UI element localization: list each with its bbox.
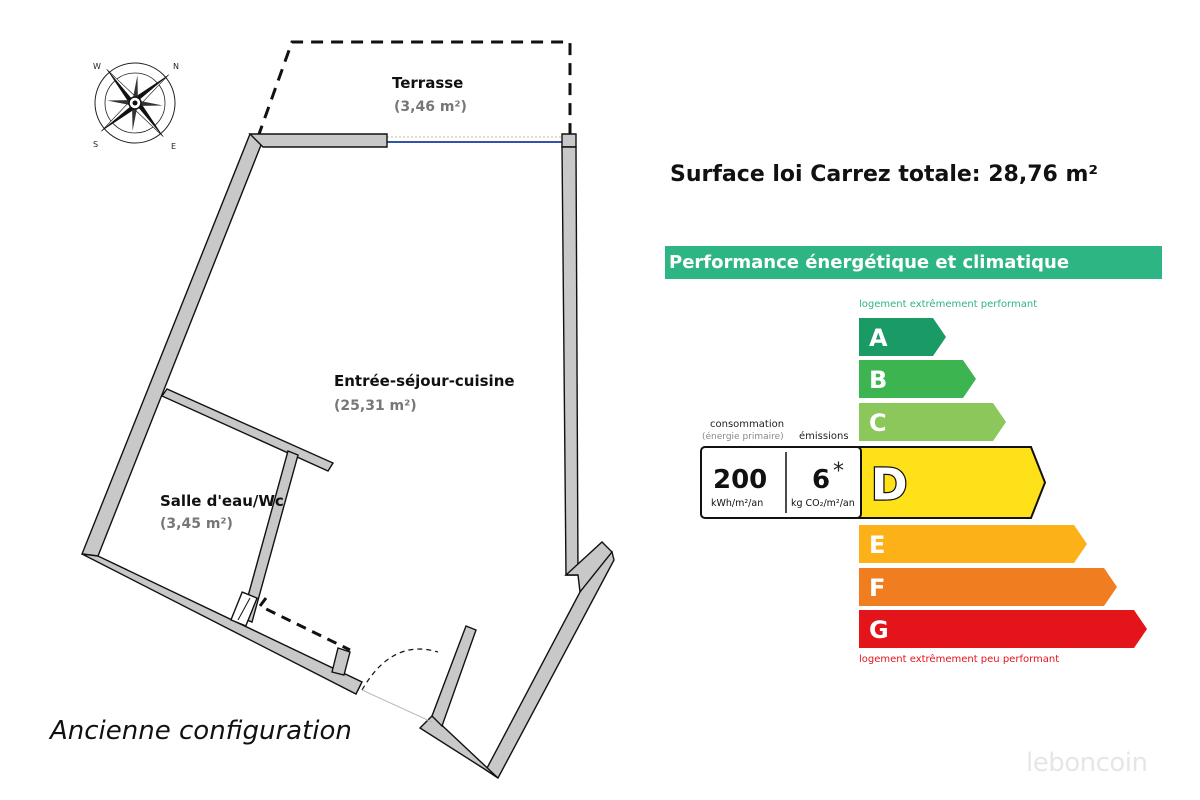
room-name-terrasse: Terrasse [392,74,463,92]
partition-dashed [257,597,351,652]
compass-s: S [93,140,98,149]
room-name-salle-eau: Salle d'eau/Wc [160,492,284,510]
floor-plan: N W S E Terras [81,40,615,780]
leboncoin-watermark: leboncoin [1026,748,1148,778]
dpe-bottom-label: logement extrêmement peu performant [859,653,1059,665]
emissions-unit: kg CO₂/m²/an [791,498,855,509]
dpe-class-bar-e [859,525,1087,563]
dpe-class-letter-c: C [869,409,887,437]
dpe-class-letter-a: A [869,324,888,352]
compass-e: E [171,142,176,151]
dpe-class-bar-f [859,568,1117,606]
dpe-class-bar-g [859,610,1147,648]
dpe-class-letter-e: E [869,531,885,559]
walls [81,133,615,780]
total-surface: Surface loi Carrez totale: 28,76 m² [670,162,1099,187]
consumption-label: consommation [710,419,784,430]
dpe-scale: logement extrêmement performant ABCDEFG … [700,298,1147,665]
emissions-label: émissions [799,430,849,442]
dpe-class-letter-b: B [869,366,887,394]
room-area-terrasse: (3,46 m²) [394,99,467,115]
compass-n: N [173,62,179,71]
dpe-class-bar-b [859,360,976,398]
dpe-top-label: logement extrêmement performant [859,298,1037,310]
compass-rose-icon: N W S E [93,62,179,151]
room-area-salle-eau: (3,45 m²) [160,516,233,532]
emissions-value: 6 [812,465,830,495]
consumption-unit: kWh/m²/an [711,498,763,509]
entry-door-swing [361,648,439,691]
room-name-sejour: Entrée-séjour-cuisine [334,372,515,390]
dpe-value-box [700,446,862,519]
dpe-header: Performance énergétique et climatique [665,246,1162,279]
dpe-class-letter-g: G [869,616,889,644]
plan-caption: Ancienne configuration [50,716,352,746]
dpe-class-letter-f: F [869,574,885,602]
terrace-outline [256,40,572,138]
room-area-sejour: (25,31 m²) [334,398,417,414]
consumption-sublabel: (énergie primaire) [702,431,784,442]
emissions-mark: * [833,459,844,484]
consumption-value: 200 [713,465,767,495]
compass-w: W [93,62,101,71]
dpe-class-bar-c [859,403,1006,441]
dpe-class-bar-a [859,318,946,356]
dpe-class-letter-d: D [871,460,908,511]
